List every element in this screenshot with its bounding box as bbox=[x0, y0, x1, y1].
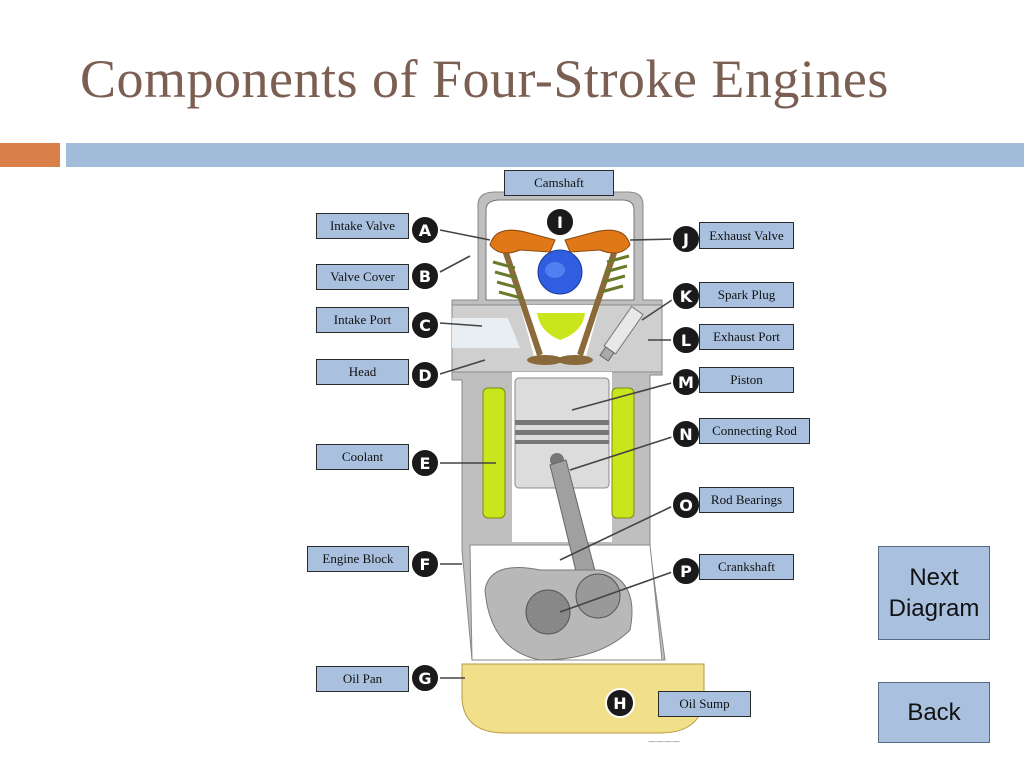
label-intake-valve: Intake Valve bbox=[316, 213, 409, 239]
marker-b: B bbox=[410, 261, 440, 291]
marker-h: H bbox=[605, 688, 635, 718]
marker-letter: A bbox=[419, 221, 432, 240]
marker-l: L bbox=[671, 325, 701, 355]
marker-m: M bbox=[671, 367, 701, 397]
marker-i: I bbox=[545, 207, 575, 237]
label-connecting-rod: Connecting Rod bbox=[699, 418, 810, 444]
marker-letter: G bbox=[418, 669, 431, 688]
marker-letter: O bbox=[679, 496, 693, 515]
label-valve-cover: Valve Cover bbox=[316, 264, 409, 290]
label-spark-plug: Spark Plug bbox=[699, 282, 794, 308]
marker-letter: F bbox=[420, 555, 431, 574]
label-head: Head bbox=[316, 359, 409, 385]
label-crankshaft: Crankshaft bbox=[699, 554, 794, 580]
marker-letter: C bbox=[419, 316, 431, 335]
marker-f: F bbox=[410, 549, 440, 579]
label-camshaft: Camshaft bbox=[504, 170, 614, 196]
label-piston: Piston bbox=[699, 367, 794, 393]
marker-e: E bbox=[410, 448, 440, 478]
marker-letter: N bbox=[679, 425, 692, 444]
marker-letter: P bbox=[680, 562, 692, 581]
marker-letter: L bbox=[681, 331, 691, 350]
marker-a: A bbox=[410, 215, 440, 245]
slide-title: Components of Four-Stroke Engines bbox=[80, 49, 889, 109]
spark-plug-shape bbox=[599, 305, 644, 362]
marker-letter: K bbox=[680, 287, 693, 306]
marker-letter: E bbox=[420, 454, 431, 473]
marker-d: D bbox=[410, 360, 440, 390]
marker-letter: B bbox=[419, 267, 431, 286]
marker-j: J bbox=[671, 224, 701, 254]
label-coolant: Coolant bbox=[316, 444, 409, 470]
label-oil-pan: Oil Pan bbox=[316, 666, 409, 692]
marker-letter: J bbox=[682, 230, 689, 249]
intake-port-shape bbox=[452, 318, 520, 348]
marker-n: N bbox=[671, 419, 701, 449]
rocker-right bbox=[564, 229, 631, 254]
marker-o: O bbox=[671, 490, 701, 520]
marker-letter: D bbox=[418, 366, 431, 385]
marker-letter: H bbox=[613, 694, 626, 713]
next-diagram-button[interactable]: Next Diagram bbox=[878, 546, 990, 640]
label-engine-block: Engine Block bbox=[307, 546, 409, 572]
marker-letter: M bbox=[678, 373, 694, 392]
image-footnote: ———— bbox=[648, 737, 680, 746]
label-exhaust-valve: Exhaust Valve bbox=[699, 222, 794, 249]
marker-letter: I bbox=[557, 213, 563, 232]
header-bar bbox=[66, 143, 1024, 167]
coolant-left bbox=[482, 387, 506, 519]
marker-g: G bbox=[410, 663, 440, 693]
accent-bar bbox=[0, 143, 60, 167]
marker-c: C bbox=[410, 310, 440, 340]
label-exhaust-port: Exhaust Port bbox=[699, 324, 794, 350]
marker-k: K bbox=[671, 281, 701, 311]
back-button[interactable]: Back bbox=[878, 682, 990, 743]
label-rod-bearings: Rod Bearings bbox=[699, 487, 794, 513]
label-intake-port: Intake Port bbox=[316, 307, 409, 333]
marker-p: P bbox=[671, 556, 701, 586]
chamber-green bbox=[537, 313, 585, 340]
rocker-left bbox=[489, 229, 556, 254]
leader-lines bbox=[439, 229, 676, 679]
label-oil-sump: Oil Sump bbox=[658, 691, 751, 717]
